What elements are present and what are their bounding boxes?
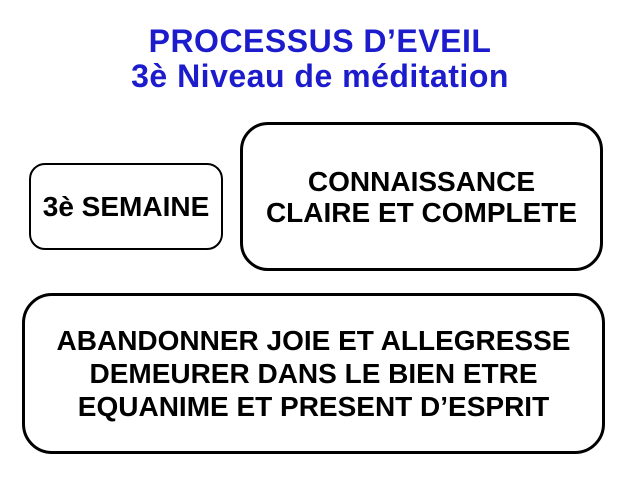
box-connaissance: CONNAISSANCE CLAIRE ET COMPLETE [240,122,603,271]
box-connaissance-line1: CONNAISSANCE [307,165,536,197]
box-semaine-label: 3è SEMAINE [42,190,210,222]
slide-title-line1: PROCESSUS D’EVEIL [148,23,492,59]
slide-title-line2: 3è Niveau de méditation [131,58,509,94]
box-semaine: 3è SEMAINE [29,163,223,250]
box-abandon-line3: EQUANIME ET PRESENT D’ESPRIT [77,391,550,422]
box-connaissance-line2: CLAIRE ET COMPLETE [265,196,578,228]
box-abandon-line2: DEMEURER DANS LE BIEN ETRE [89,358,538,389]
slide-title: PROCESSUS D’EVEIL 3è Niveau de méditatio… [0,24,640,94]
box-abandon-line1: ABANDONNER JOIE ET ALLEGRESSE [56,325,571,356]
box-abandon: ABANDONNER JOIE ET ALLEGRESSE DEMEURER D… [22,293,605,454]
